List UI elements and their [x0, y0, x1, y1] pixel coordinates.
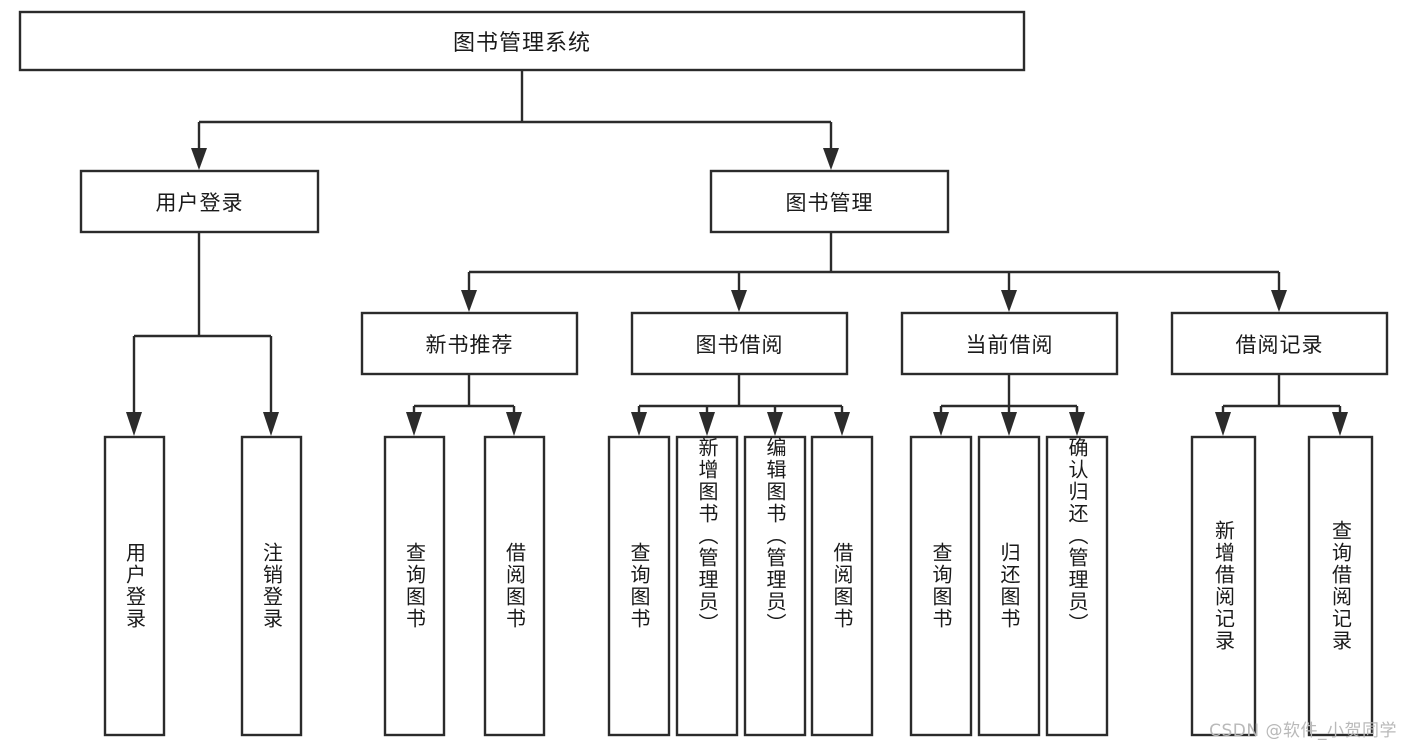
- arrowhead-record-1: [1215, 412, 1231, 436]
- node-borrow-record-box[interactable]: [1170, 311, 1389, 376]
- leaf-box-record-2[interactable]: [1307, 435, 1374, 737]
- leaf-box-record-1[interactable]: [1190, 435, 1257, 737]
- arrowhead-level3-1: [461, 290, 477, 312]
- node-current-borrow-box[interactable]: [900, 311, 1119, 376]
- node-root-box[interactable]: [18, 10, 1026, 72]
- node-book-manage-box[interactable]: [709, 169, 950, 234]
- arrowhead-borrow-4: [834, 412, 850, 436]
- arrowhead-level2-right: [823, 148, 839, 170]
- arrowhead-user-login-2: [263, 412, 279, 436]
- arrowhead-current-1: [933, 412, 949, 436]
- arrowhead-borrow-3: [767, 412, 783, 436]
- arrowhead-user-login-1: [126, 412, 142, 436]
- leaf-box-borrow-4[interactable]: [810, 435, 874, 737]
- arrowhead-borrow-2: [699, 412, 715, 436]
- leaf-box-borrow-1[interactable]: [607, 435, 671, 737]
- leaf-box-user-login-2[interactable]: [240, 435, 303, 737]
- leaf-box-current-3[interactable]: [1045, 435, 1109, 737]
- arrowhead-level3-3: [1001, 290, 1017, 312]
- arrowhead-level2-left: [191, 148, 207, 170]
- arrowhead-record-2: [1332, 412, 1348, 436]
- leaf-box-current-2[interactable]: [977, 435, 1041, 737]
- arrowhead-recommend-2: [506, 412, 522, 436]
- leaf-box-recommend-1[interactable]: [383, 435, 446, 737]
- arrowhead-level3-2: [731, 290, 747, 312]
- leaf-box-user-login-1[interactable]: [103, 435, 166, 737]
- arrowhead-level3-4: [1271, 290, 1287, 312]
- arrowhead-current-3: [1069, 412, 1085, 436]
- arrowhead-borrow-1: [631, 412, 647, 436]
- arrowhead-recommend-1: [406, 412, 422, 436]
- node-user-login-box[interactable]: [79, 169, 320, 234]
- leaf-box-current-1[interactable]: [909, 435, 973, 737]
- leaf-box-recommend-2[interactable]: [483, 435, 546, 737]
- node-new-book-recommend-box[interactable]: [360, 311, 579, 376]
- arrowhead-current-2: [1001, 412, 1017, 436]
- leaf-box-borrow-2[interactable]: [675, 435, 739, 737]
- node-book-borrow-box[interactable]: [630, 311, 849, 376]
- leaf-box-borrow-3[interactable]: [743, 435, 807, 737]
